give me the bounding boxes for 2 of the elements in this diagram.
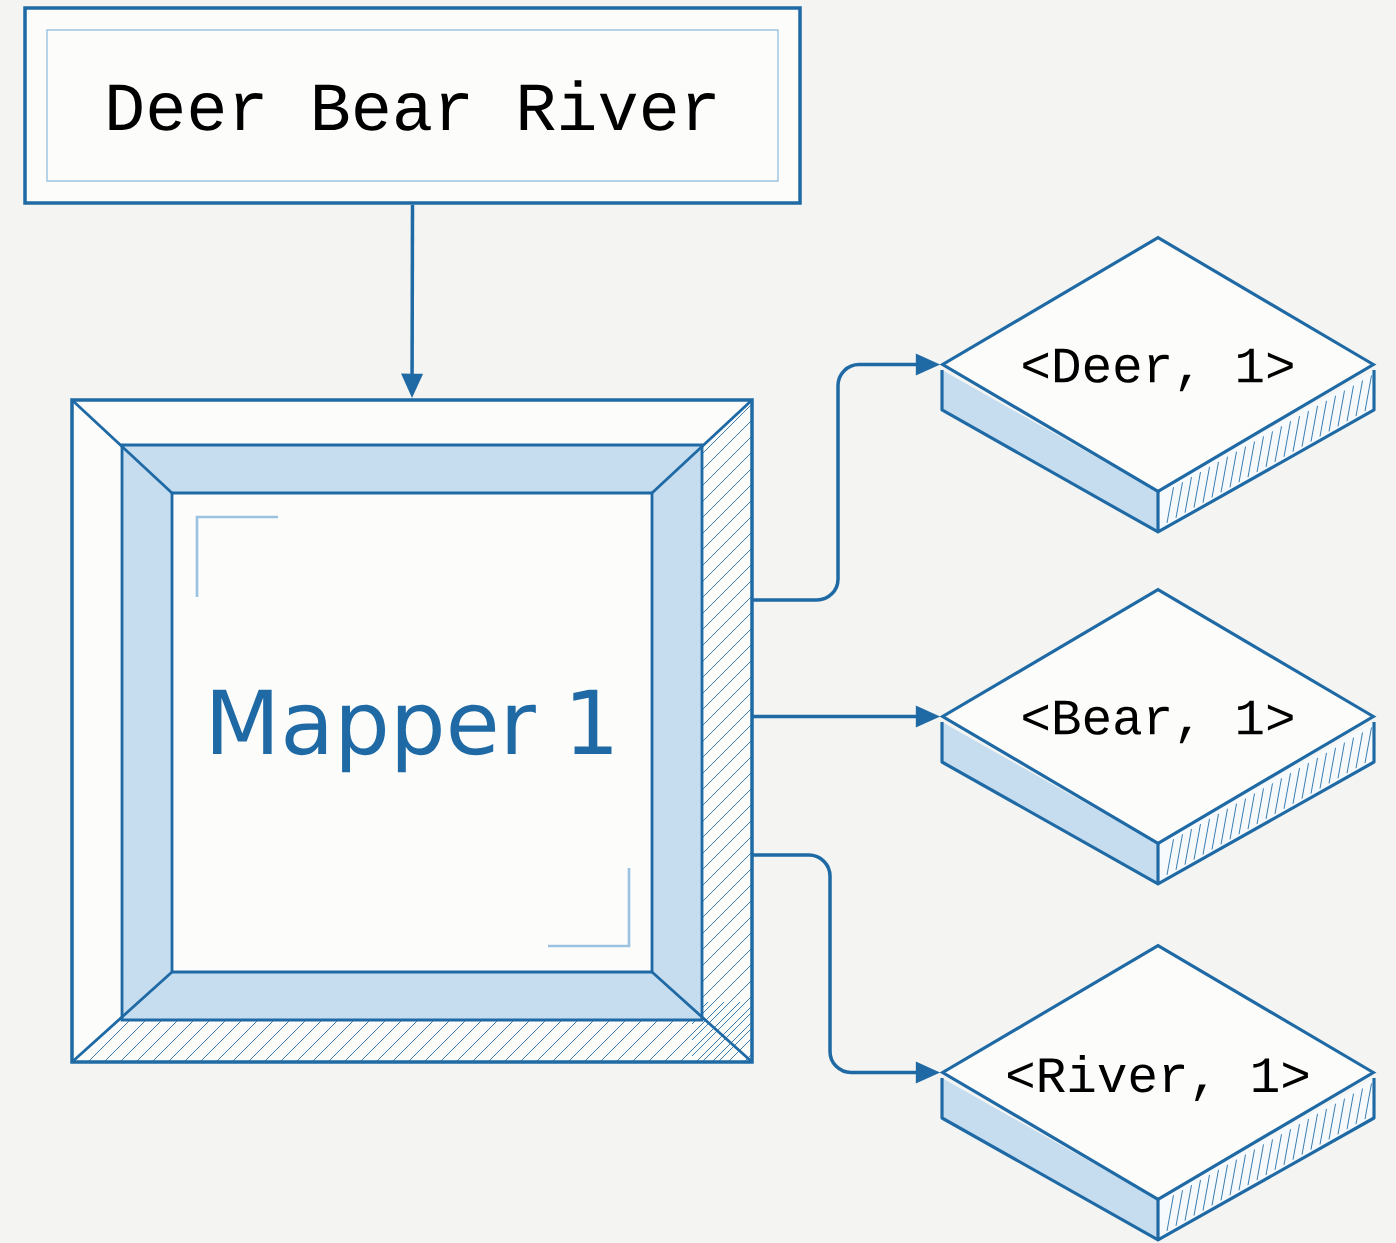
input-box: Deer Bear River	[23, 6, 802, 205]
mapper-box: Mapper 1	[70, 398, 754, 1064]
